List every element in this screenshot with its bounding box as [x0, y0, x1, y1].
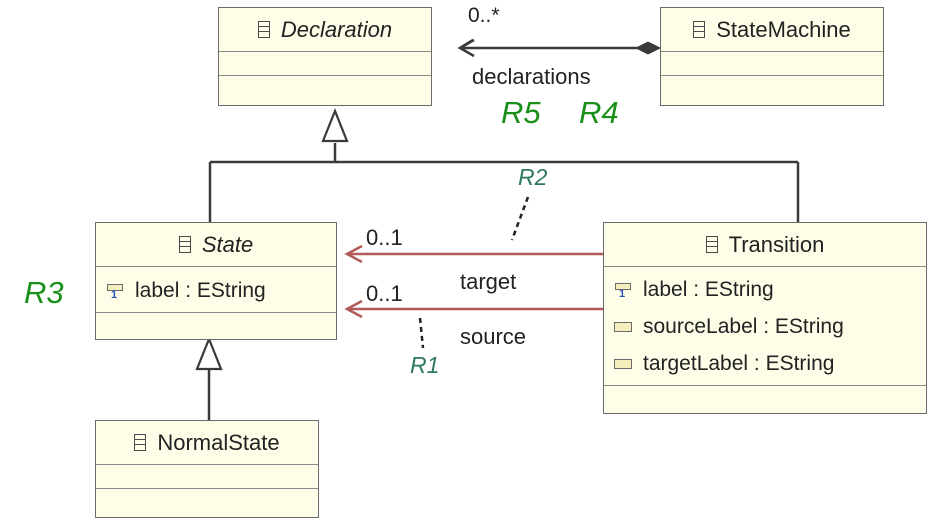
id-attribute-icon: 1 — [614, 281, 632, 300]
source-arrowhead — [344, 299, 363, 319]
attribute-text: sourceLabel : EString — [643, 314, 844, 338]
attribute-text: label : EString — [135, 278, 266, 302]
class-header: StateMachine — [661, 8, 883, 52]
class-name: StateMachine — [716, 16, 851, 42]
class-icon — [257, 21, 270, 38]
operation-compartment — [219, 76, 431, 104]
generalization-triangle-state — [195, 336, 223, 371]
class-icon — [693, 21, 706, 38]
attribute-compartment — [219, 52, 431, 76]
requirement-r2: R2 — [518, 164, 548, 190]
source-role: source — [460, 324, 527, 349]
target-arrowhead — [344, 244, 363, 264]
class-icon — [178, 236, 191, 253]
id-attribute-icon: 1 — [106, 282, 124, 301]
operation-compartment — [96, 313, 336, 337]
class-name: NormalState — [157, 429, 280, 455]
class-header: Declaration — [219, 8, 431, 52]
class-icon — [134, 434, 147, 451]
attribute-text: targetLabel : EString — [643, 351, 835, 375]
declarations-role: declarations — [472, 64, 591, 89]
source-multiplicity: 0..1 — [366, 281, 403, 306]
class-normal-state[interactable]: NormalState — [95, 420, 319, 518]
class-header: NormalState — [96, 421, 318, 465]
attribute-text: label : EString — [643, 277, 774, 301]
class-name: Transition — [728, 231, 825, 257]
attribute-compartment: 1 label : EString sourceLabel : EString … — [604, 267, 926, 386]
r1-pointer — [418, 317, 425, 349]
class-header: State — [96, 223, 336, 267]
attribute-compartment — [96, 465, 318, 489]
target-multiplicity: 0..1 — [366, 225, 403, 250]
attribute-compartment — [661, 52, 883, 76]
class-state[interactable]: State 1 label : EString — [95, 222, 337, 340]
requirement-r5: R5 — [501, 95, 541, 130]
class-state-machine[interactable]: StateMachine — [660, 7, 884, 106]
class-name: State — [201, 231, 254, 257]
class-header: Transition — [604, 223, 926, 267]
class-name: Declaration — [280, 16, 393, 42]
attribute-source-label[interactable]: sourceLabel : EString — [604, 308, 926, 345]
operation-compartment — [604, 386, 926, 410]
attribute-label[interactable]: 1 label : EString — [604, 271, 926, 308]
r2-pointer — [510, 196, 530, 241]
target-role: target — [460, 269, 517, 294]
composition-diamond — [634, 41, 662, 55]
class-icon — [705, 236, 718, 253]
class-declaration[interactable]: Declaration — [218, 7, 432, 106]
attribute-icon — [614, 358, 632, 369]
class-transition[interactable]: Transition 1 label : EString sourceLabel… — [603, 222, 927, 414]
attribute-target-label[interactable]: targetLabel : EString — [604, 345, 926, 382]
requirement-r4: R4 — [579, 95, 619, 130]
generalization-triangle-declaration — [321, 108, 349, 143]
requirement-r3: R3 — [24, 275, 64, 310]
operation-compartment — [661, 76, 883, 104]
declarations-multiplicity: 0..* — [468, 4, 500, 27]
attribute-compartment: 1 label : EString — [96, 267, 336, 313]
declarations-arrowhead-path — [457, 38, 475, 58]
requirement-r1: R1 — [410, 352, 440, 378]
operation-compartment — [96, 489, 318, 516]
attribute-icon — [614, 321, 632, 332]
attribute-label[interactable]: 1 label : EString — [96, 272, 336, 309]
